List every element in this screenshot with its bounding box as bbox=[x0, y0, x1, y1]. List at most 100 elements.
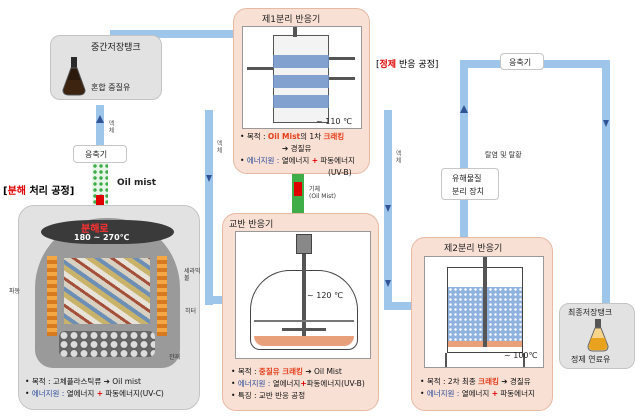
sep1-b2-line2: (UV-B) bbox=[328, 168, 352, 177]
refine-label-open: [ bbox=[376, 60, 380, 70]
bullet-dot: • bbox=[420, 377, 427, 386]
sep1-tray-1 bbox=[273, 55, 329, 68]
gas-label-line1: 기체 bbox=[309, 186, 321, 193]
reactor-temp: 180 ~ 270℃ bbox=[74, 233, 130, 242]
sep1-bullets: • 목적 : Oil Mist의 1차 크래킹 ➔ 경질유 • 에너지원 : 열… bbox=[240, 131, 355, 179]
reactor-title: 분해로 bbox=[81, 224, 109, 235]
bullet-dot: • bbox=[231, 391, 238, 400]
sep1-side-pipe bbox=[329, 57, 355, 60]
bullet-dot: • bbox=[240, 132, 247, 141]
gas-label: 기체 (Oil Mist) bbox=[309, 186, 336, 200]
sep1-tray-2 bbox=[273, 75, 329, 88]
sep2-b1-hl: 크래킹 bbox=[478, 377, 499, 386]
decomp-label-open: [ bbox=[3, 186, 8, 197]
plastic-waste-image bbox=[64, 258, 150, 324]
agit-reactor-box: 교반 반응기 ~ 120 ℃ • 목적 : 중질유 크래킹 ➔ Oil Mist… bbox=[222, 213, 379, 411]
flow-arrow-up-refine bbox=[460, 105, 468, 113]
decomp-bullet-purpose: • 목적 : 고체플라스틱류 ➔ Oil mist bbox=[25, 376, 164, 388]
pipe-sep1-to-agit-left bbox=[205, 110, 213, 305]
decomp-bullets: • 목적 : 고체플라스틱류 ➔ Oil mist • 에너지원 : 열에너지 … bbox=[25, 376, 164, 400]
decomp-reactor-box: 분해로 180 ~ 270℃ 파동 세라믹 볼 히터 잔재 • 목적 : 고체플… bbox=[9, 205, 201, 410]
agit-shaft bbox=[302, 236, 306, 336]
bullet-dot: • bbox=[25, 377, 32, 386]
decomp-bullet1-prefix: 목적 : bbox=[31, 377, 53, 386]
flow-arrow-down-refine-right bbox=[603, 120, 609, 127]
oil-mist-label: Oil mist bbox=[117, 178, 157, 188]
pipe-mid-tank-to-sep1-top bbox=[110, 30, 235, 38]
sep1-b2-a: 열에너지 bbox=[281, 156, 312, 165]
liquid-label-mid: 액체 bbox=[215, 140, 222, 154]
condenser-left: 응축기 bbox=[73, 145, 127, 163]
pipe-condenser-left-vertical bbox=[96, 105, 104, 165]
gas-arrow bbox=[294, 182, 302, 196]
sep1-bullet-energy: • 에너지원 : 열에너지 + 파동에너지 bbox=[240, 155, 355, 167]
sep2-tank-drawing bbox=[424, 256, 544, 368]
label-ceramic: 세라믹 볼 bbox=[184, 268, 201, 282]
flask-icon bbox=[62, 57, 86, 96]
condenser-right: 응축기 bbox=[500, 53, 544, 70]
agit-b2-a: 열에너지 bbox=[272, 379, 301, 388]
sep1-reactor-box: 제1분리 반응기 ~ 110 ℃ • 목적 : Oil Mist의 1차 크래킹… bbox=[233, 8, 370, 177]
sep2-reactor-box: 제2분리 반응기 ~ 100℃ • 목적 : 2차 최종 크래킹 ➔ 경질유 •… bbox=[411, 237, 553, 411]
sep1-bullet-purpose: • 목적 : Oil Mist의 1차 크래킹 bbox=[240, 131, 355, 143]
agit-bullets: • 목적 : 중질유 크래킹 ➔ Oil Mist • 에너지원 : 열에너지+… bbox=[231, 366, 365, 402]
decomp-bullet2-a: 열에너지 bbox=[66, 389, 97, 398]
agit-title: 교반 반응기 bbox=[229, 220, 274, 230]
sep1-b1-hl2: 크래킹 bbox=[323, 132, 345, 141]
label-heater: 히터 bbox=[185, 308, 197, 315]
sep1-side-pipe-2 bbox=[329, 77, 355, 80]
pipe-refine-vertical bbox=[460, 60, 468, 240]
agit-b1-hl: 중질유 크래킹 bbox=[258, 367, 303, 376]
refine-section-label: [정제 반응 공정] bbox=[376, 57, 438, 70]
separator-line1: 유해물질 bbox=[452, 174, 482, 183]
sep1-side-pipe-3 bbox=[247, 67, 273, 70]
condenser-right-label: 응축기 bbox=[509, 58, 532, 67]
decomp-bullet1-text: 고체플라스틱류 ➔ Oil mist bbox=[52, 377, 141, 386]
agit-temp: ~ 120 ℃ bbox=[307, 291, 344, 300]
sep1-temp: ~ 110 ℃ bbox=[316, 117, 353, 126]
refine-label-red: 정제 bbox=[379, 60, 397, 70]
sep1-b2-b: 파동에너지 bbox=[318, 156, 355, 165]
flow-arrow-down-mid-pipe bbox=[385, 205, 391, 212]
sep2-b2-plus: + bbox=[491, 389, 498, 398]
sep2-b2-prefix: 에너지원 : bbox=[426, 389, 462, 398]
bullet-dot: • bbox=[240, 156, 247, 165]
oil-water-separator: 유해물질 분리 장치 bbox=[441, 168, 499, 200]
agit-b2-prefix: 에너지원 : bbox=[237, 379, 273, 388]
pipe-refine-right-down bbox=[602, 60, 610, 305]
mid-tank-title: 중간저장탱크 bbox=[91, 43, 141, 53]
sep2-bullet-energy: • 에너지원 : 열에너지 + 파동에너지 bbox=[420, 388, 535, 400]
refine-label-rest: 반응 공정] bbox=[396, 60, 439, 70]
agit-bullet-purpose: • 목적 : 중질유 크래킹 ➔ Oil Mist bbox=[231, 366, 365, 378]
agit-b3-prefix: 특징 : bbox=[237, 391, 259, 400]
decomp-bullet2-plus: + bbox=[96, 389, 103, 398]
agit-b1-rest: ➔ Oil Mist bbox=[302, 367, 342, 376]
bullet-dot: • bbox=[231, 379, 238, 388]
sep1-title: 제1분리 반응기 bbox=[262, 15, 321, 25]
decomp-bullet2-b: 파동에너지(UV-C) bbox=[103, 389, 164, 398]
sep1-b1-mid: 의 1차 bbox=[300, 132, 324, 141]
decomp-bullet-energy: • 에너지원 : 열에너지 + 파동에너지(UV-C) bbox=[25, 388, 164, 400]
oil-mist-arrow bbox=[96, 195, 104, 205]
bullet-dot: • bbox=[420, 389, 427, 398]
decomp-label-rest: 처리 공정] bbox=[25, 186, 75, 197]
agit-b1-prefix: 목적 : bbox=[237, 367, 259, 376]
desalt-label: 탈염 및 탈황 bbox=[485, 151, 522, 159]
pipe-agit-bottom-link bbox=[205, 296, 227, 304]
agit-b3-text: 교반 반응 공정 bbox=[258, 391, 306, 400]
condenser-left-label: 응축기 bbox=[85, 150, 108, 159]
decomp-section-label: [분해 처리 공정] bbox=[3, 182, 74, 197]
decomp-bullet2-prefix: 에너지원 : bbox=[31, 389, 67, 398]
agit-bullet-feature: • 특징 : 교반 반응 공정 bbox=[231, 390, 365, 402]
sep2-b2-b: 파동에너지 bbox=[498, 389, 535, 398]
reactor-top-rim bbox=[41, 220, 174, 244]
sep1-tray-3 bbox=[273, 95, 329, 108]
sep1-b1-hl: Oil Mist bbox=[267, 132, 301, 141]
agit-b2-b: 파동에너지(UV-B) bbox=[306, 379, 365, 388]
mid-tank-subtitle: 혼합 중질유 bbox=[91, 83, 131, 92]
sep1-bullet-purpose-line2: ➔ 경질유 bbox=[240, 143, 355, 155]
agit-blade bbox=[282, 328, 326, 331]
sep2-b2-a: 열에너지 bbox=[461, 389, 492, 398]
sep2-title: 제2분리 반응기 bbox=[444, 244, 503, 254]
pipe-sep2-inlet bbox=[384, 302, 420, 310]
